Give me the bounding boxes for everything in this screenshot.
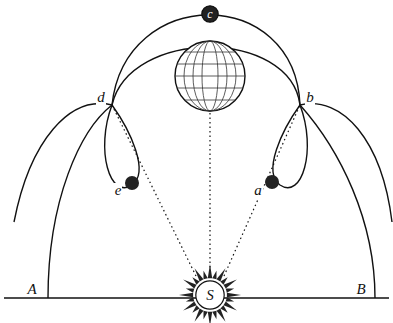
sun-ray: [212, 311, 216, 319]
sun-ray: [186, 288, 194, 292]
sun-ray: [195, 268, 204, 281]
sight-line: [209, 112, 210, 272]
sun-ray: [203, 271, 207, 279]
sun-ray: [226, 297, 234, 301]
path-arc: [300, 105, 375, 298]
node-outline: [196, 281, 224, 309]
side-arc: [14, 104, 112, 222]
point-letter: b: [305, 90, 315, 105]
path-arc: [48, 105, 112, 298]
retrograde-loop: [105, 105, 139, 188]
sun-ray: [208, 312, 212, 323]
sun-ray: [179, 293, 193, 297]
sun-ray: [223, 280, 236, 289]
sun-ray: [217, 308, 226, 321]
parallel: [177, 88, 243, 89]
sun-ray: [227, 293, 241, 297]
sun-disc: S: [195, 280, 225, 310]
sun-ray: [226, 288, 234, 292]
sun-ray: [212, 271, 216, 279]
point-letter: d: [96, 90, 106, 105]
sight-line: [224, 105, 300, 276]
planet-ball: c: [201, 5, 219, 23]
sun-rays: [179, 264, 241, 323]
earth-globe: [175, 41, 245, 111]
node-letter: c: [201, 8, 219, 20]
globe-outline: [175, 41, 245, 111]
side-arc: [300, 104, 392, 222]
node-outline: [202, 6, 218, 22]
planet-dot: [125, 176, 139, 190]
point-letter: e: [114, 183, 123, 198]
point-letter: A: [26, 282, 37, 297]
planet-dot: [265, 175, 279, 189]
parallel: [175, 76, 245, 77]
node-letter: S: [195, 288, 225, 303]
point-letter: B: [355, 282, 366, 297]
sun-ray: [208, 264, 212, 278]
sight-line: [112, 105, 196, 276]
parallel: [185, 100, 236, 101]
point-letter: a: [253, 183, 263, 198]
parallel: [177, 64, 243, 65]
sun-ray: [186, 297, 194, 301]
parallel: [185, 52, 236, 53]
retrograde-loop: [273, 105, 307, 188]
sun-ray: [183, 302, 196, 311]
sun-ray: [203, 311, 207, 319]
